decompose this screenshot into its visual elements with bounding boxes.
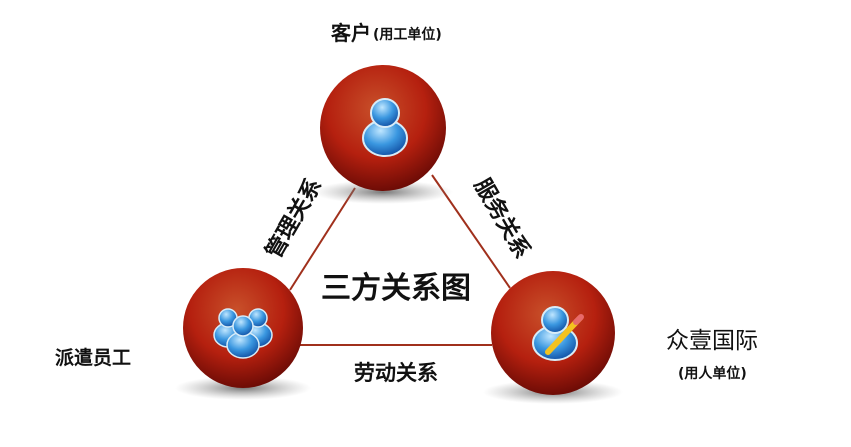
node-client bbox=[320, 65, 446, 191]
group-icon bbox=[213, 308, 273, 359]
company-sublabel: (用人单位) bbox=[678, 365, 747, 382]
diagram-title: 三方关系图 bbox=[321, 271, 471, 306]
client-label: 客户 bbox=[330, 21, 371, 45]
node-employee bbox=[183, 268, 303, 388]
person-icon bbox=[362, 98, 408, 157]
edge-service-label: 服务关系 bbox=[469, 174, 535, 263]
node-shadow bbox=[313, 180, 453, 204]
client-sublabel: (用工单位) bbox=[373, 26, 442, 43]
person-edit-icon bbox=[532, 306, 584, 361]
employee-label: 派遣员工 bbox=[55, 346, 131, 369]
edge-management-label: 管理关系 bbox=[261, 174, 328, 263]
edge-management-line bbox=[289, 187, 356, 291]
edge-labor-label: 劳动关系 bbox=[354, 361, 438, 385]
node-company bbox=[491, 271, 615, 395]
company-label: 众壹国际 bbox=[666, 328, 758, 354]
